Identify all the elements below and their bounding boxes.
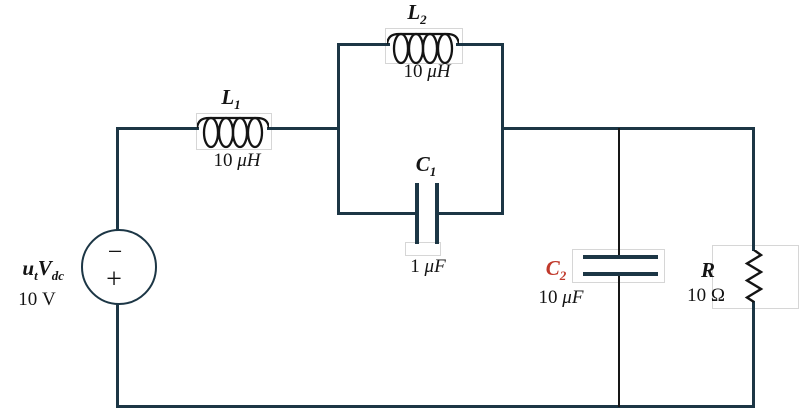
resistor-r-label: R bbox=[700, 258, 715, 282]
voltage-source-sym2-sub: dc bbox=[51, 268, 64, 284]
voltage-source-minus: − bbox=[107, 237, 123, 266]
wire-source-bottom bbox=[116, 304, 119, 408]
capacitor-c2-plate-bottom bbox=[583, 272, 658, 276]
inductor-l1-coil bbox=[197, 116, 269, 149]
voltage-source-plus: + bbox=[106, 264, 122, 295]
capacitor-c2-value: 10 μF bbox=[538, 287, 584, 308]
r-bounding-box bbox=[712, 245, 799, 309]
voltage-source bbox=[81, 229, 157, 305]
wire-bottom bbox=[116, 405, 755, 408]
wire-box-top-right bbox=[456, 43, 503, 46]
wire-l1-to-box bbox=[267, 127, 338, 130]
capacitor-c2-plate-top bbox=[583, 255, 658, 259]
wire-source-top bbox=[116, 127, 119, 230]
c1-bounding-box bbox=[405, 242, 441, 256]
capacitor-c1-plate-right bbox=[435, 183, 439, 244]
wire-r-branch-bottom bbox=[752, 301, 755, 408]
inductor-l2-coil bbox=[387, 32, 459, 65]
wire-main-right bbox=[501, 127, 755, 130]
voltage-source-sym1-sub: t bbox=[34, 268, 38, 284]
capacitor-c1-value: 1 μF bbox=[410, 256, 446, 277]
wire-box-bottom-right bbox=[438, 212, 503, 215]
capacitor-c1-plate-left bbox=[415, 183, 419, 244]
capacitor-c1-label: C1 bbox=[415, 152, 437, 180]
wire-top-left bbox=[116, 127, 199, 130]
inductor-l1-label: L1 bbox=[221, 85, 241, 113]
wire-c2-branch-bottom bbox=[618, 276, 620, 407]
wire-r-branch-top bbox=[752, 127, 755, 251]
voltage-source-label: utVdc bbox=[0, 256, 64, 284]
capacitor-c2-label: C2 bbox=[545, 256, 567, 284]
inductor-l1-value: 10 μH bbox=[213, 150, 261, 171]
inductor-l2-value: 10 μH bbox=[403, 61, 451, 82]
l2-bounding-box bbox=[385, 28, 463, 64]
wire-box-top-left bbox=[337, 43, 390, 46]
wire-box-left-edge bbox=[337, 43, 340, 215]
resistor-r-zigzag bbox=[744, 250, 764, 304]
inductor-l2-label: L2 bbox=[407, 0, 427, 28]
wire-box-bottom-left bbox=[337, 212, 417, 215]
voltage-source-sym1: u bbox=[22, 256, 35, 280]
voltage-source-value: 10 V bbox=[18, 289, 56, 310]
l1-bounding-box bbox=[196, 113, 272, 150]
wire-c2-branch-top bbox=[618, 128, 620, 256]
resistor-r-value: 10 Ω bbox=[687, 285, 725, 306]
voltage-source-sym2: V bbox=[37, 256, 52, 280]
